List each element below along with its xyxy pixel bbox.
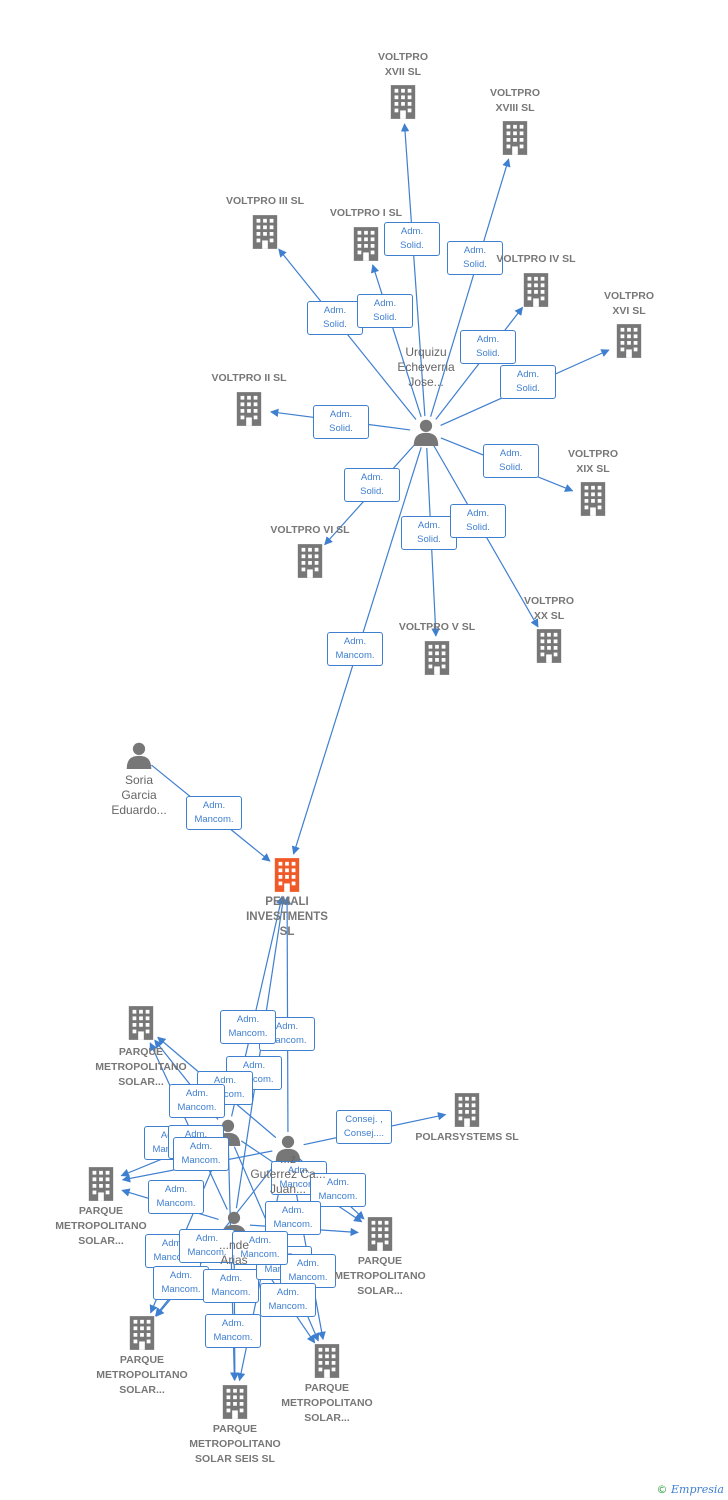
- building-icon[interactable]: [616, 324, 642, 358]
- node-label-parque_c[interactable]: PARQUE METROPOLITANO SOLAR...: [334, 1255, 426, 1297]
- node-label-voltpro_ii[interactable]: VOLTPRO II SL: [211, 372, 287, 384]
- edge-label[interactable]: Adm. Solid.: [401, 516, 457, 550]
- edge-label[interactable]: Adm. Mancom.: [220, 1010, 276, 1044]
- building-icon[interactable]: [129, 1316, 155, 1350]
- edge-label[interactable]: Adm. Mancom.: [173, 1137, 229, 1171]
- edge-label[interactable]: Adm. Solid.: [460, 330, 516, 364]
- edge-label[interactable]: Adm. Mancom.: [203, 1269, 259, 1303]
- edge-label[interactable]: Adm. Mancom.: [148, 1180, 204, 1214]
- edge-urquizu-to-voltpro_i: [370, 264, 422, 417]
- building-icon[interactable]: [252, 215, 278, 249]
- building-icon[interactable]: [367, 1217, 393, 1251]
- edge-label[interactable]: Adm. Mancom.: [186, 796, 242, 830]
- edge-label[interactable]: Adm. Solid.: [450, 504, 506, 538]
- building-icon[interactable]: [454, 1093, 480, 1127]
- edge-label[interactable]: Adm. Mancom.: [265, 1201, 321, 1235]
- node-label-voltpro_i[interactable]: VOLTPRO I SL: [329, 207, 403, 219]
- edge-label[interactable]: Adm. Solid.: [483, 444, 539, 478]
- building-icon[interactable]: [274, 858, 300, 892]
- edge-label[interactable]: Adm. Mancom.: [179, 1229, 235, 1263]
- edge-label[interactable]: Adm. Solid.: [344, 468, 400, 502]
- building-icon[interactable]: [128, 1006, 154, 1040]
- building-icon[interactable]: [502, 121, 528, 155]
- edge-person_b-to-pemali: [282, 896, 292, 1133]
- copyright-mark: ©: [656, 1483, 668, 1496]
- person-icon[interactable]: [413, 419, 439, 446]
- node-label-voltpro_iv[interactable]: VOLTPRO IV SL: [496, 253, 576, 265]
- edge-label[interactable]: Adm. Mancom.: [153, 1266, 209, 1300]
- node-label-voltpro_vi[interactable]: VOLTPRO VI SL: [270, 524, 350, 536]
- node-label-voltpro_xvii[interactable]: VOLTPRO XVII SL: [378, 51, 428, 78]
- building-icon[interactable]: [314, 1344, 340, 1378]
- node-label-parque_d[interactable]: PARQUE METROPOLITANO SOLAR...: [96, 1354, 188, 1396]
- edge-urquizu-to-voltpro_xvii: [400, 123, 426, 417]
- node-label-voltpro_v[interactable]: VOLTPRO V SL: [398, 621, 476, 633]
- node-label-soria[interactable]: Soria Garcia Eduardo...: [111, 773, 167, 817]
- edge-label[interactable]: Adm. Mancom.: [260, 1283, 316, 1317]
- building-icon[interactable]: [536, 629, 562, 663]
- edge-label[interactable]: Adm. Solid.: [313, 405, 369, 439]
- node-label-person_b[interactable]: ...z Guterrez Ca... Juan...: [250, 1152, 326, 1196]
- node-label-pemali[interactable]: PEMALI INVESTMENTS SL: [246, 896, 328, 938]
- edge-label[interactable]: Adm. Solid.: [384, 222, 440, 256]
- watermark: © Empresia: [657, 1483, 725, 1496]
- node-label-parque_e[interactable]: PARQUE METROPOLITANO SOLAR...: [281, 1382, 373, 1424]
- node-label-parque_b[interactable]: PARQUE METROPOLITANO SOLAR...: [55, 1205, 147, 1247]
- building-icon[interactable]: [236, 392, 262, 426]
- building-icon[interactable]: [353, 227, 379, 261]
- node-label-voltpro_xix[interactable]: VOLTPRO XIX SL: [568, 448, 618, 475]
- person-icon[interactable]: [126, 742, 152, 769]
- building-icon[interactable]: [523, 273, 549, 307]
- building-icon[interactable]: [580, 482, 606, 516]
- edge-label[interactable]: Adm. Mancom.: [169, 1084, 225, 1118]
- node-label-voltpro_xvi[interactable]: VOLTPRO XVI SL: [604, 290, 654, 317]
- node-label-urquizu[interactable]: Urquizu Echeverria Jose...: [397, 345, 455, 389]
- edge-label[interactable]: Adm. Mancom.: [280, 1254, 336, 1288]
- edge-urquizu-to-voltpro_xviii: [430, 158, 511, 417]
- node-label-voltpro_iii[interactable]: VOLTPRO III SL: [226, 195, 304, 207]
- edge-label[interactable]: Adm. Solid.: [357, 294, 413, 328]
- edge-label[interactable]: Consej. , Consej....: [336, 1110, 392, 1144]
- edge-label[interactable]: Adm. Solid.: [500, 365, 556, 399]
- node-label-parque_seis[interactable]: PARQUE METROPOLITANO SOLAR SEIS SL: [189, 1423, 281, 1465]
- edge-label[interactable]: Adm. Mancom.: [205, 1314, 261, 1348]
- building-icon[interactable]: [424, 641, 450, 675]
- building-icon[interactable]: [88, 1167, 114, 1201]
- node-label-polarsystems[interactable]: POLARSYSTEMS SL: [415, 1131, 519, 1143]
- building-icon[interactable]: [222, 1385, 248, 1419]
- edge-label[interactable]: Adm. Mancom.: [232, 1231, 288, 1265]
- building-icon[interactable]: [390, 85, 416, 119]
- building-icon[interactable]: [297, 544, 323, 578]
- node-label-voltpro_xx[interactable]: VOLTPRO XX SL: [524, 595, 574, 622]
- node-label-person_d[interactable]: ...nde Arias: [218, 1238, 250, 1267]
- node-label-parque_a[interactable]: PARQUE METROPOLITANO SOLAR...: [95, 1046, 187, 1088]
- edge-label[interactable]: Adm. Solid.: [447, 241, 503, 275]
- node-label-voltpro_xviii[interactable]: VOLTPRO XVIII SL: [490, 87, 540, 114]
- edge-label[interactable]: Adm. Solid.: [307, 301, 363, 335]
- edge-label[interactable]: Adm. Mancom.: [327, 632, 383, 666]
- brand-logo-text: Empresia: [671, 1483, 724, 1496]
- nodes-layer: [88, 85, 642, 1419]
